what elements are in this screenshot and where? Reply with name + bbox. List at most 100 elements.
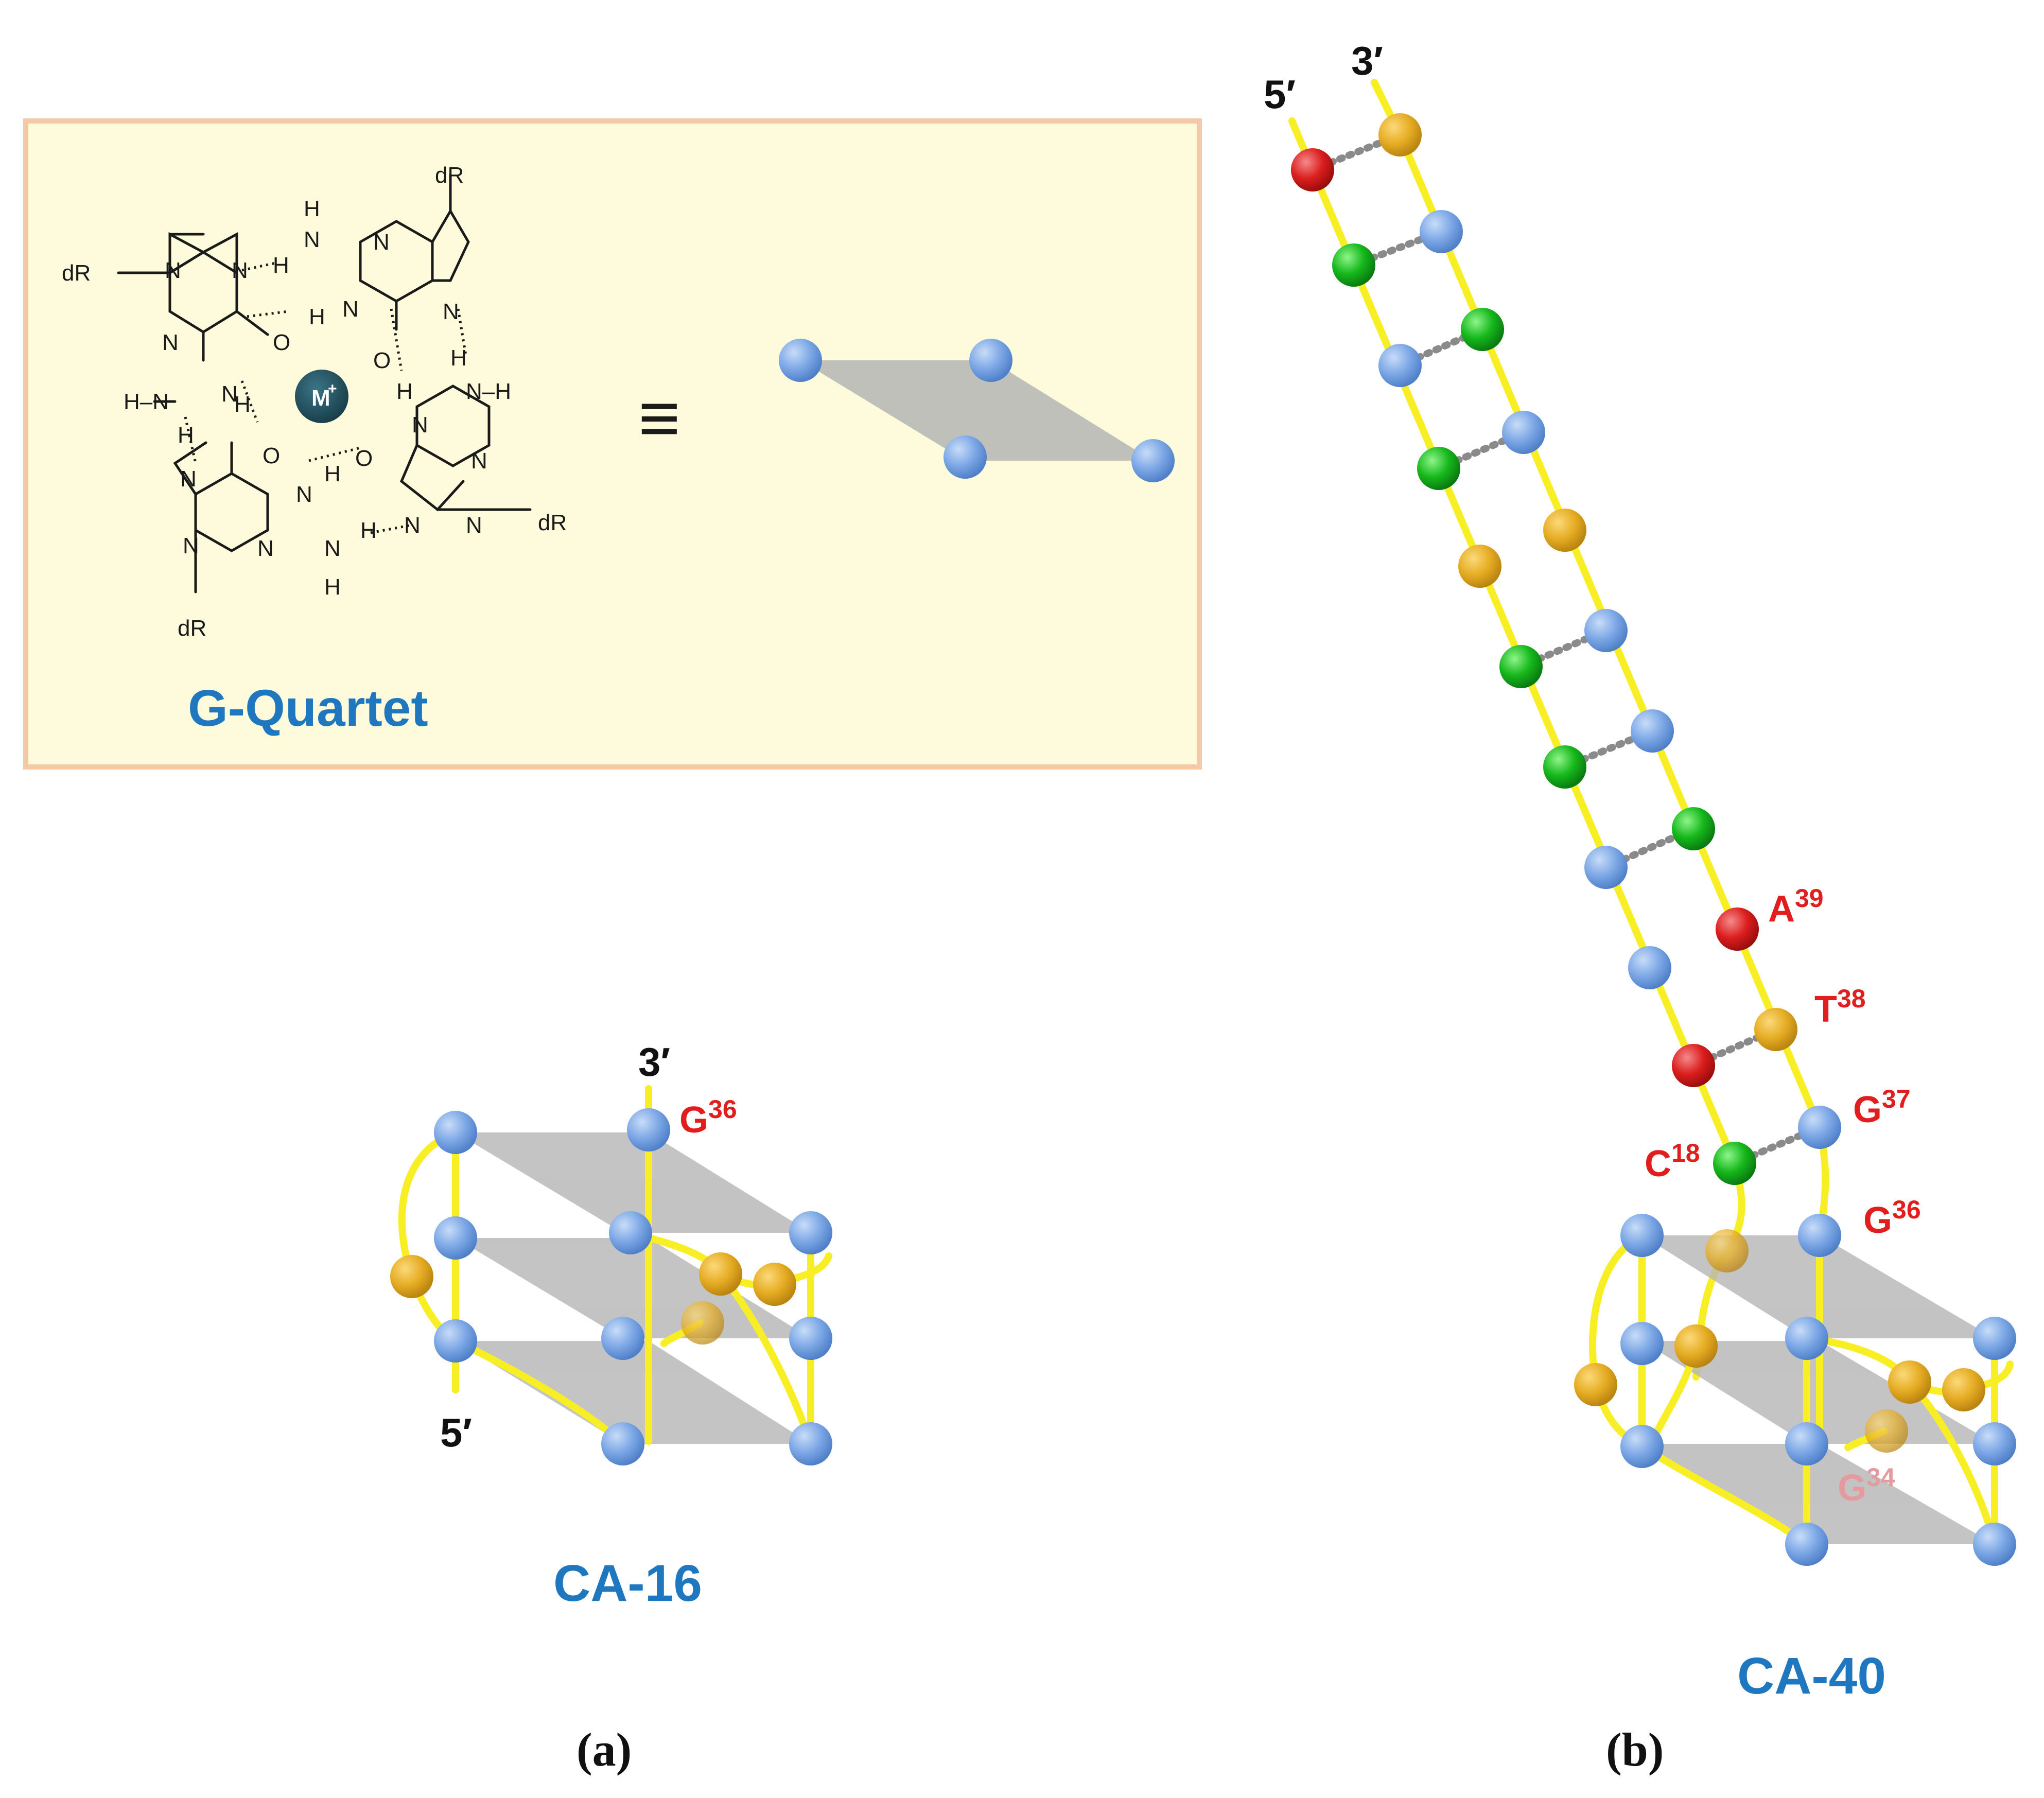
residue-base: G	[1853, 1089, 1882, 1130]
n-h-amine: N–H	[466, 379, 511, 404]
bead-loop	[699, 1252, 742, 1296]
bead-5prime	[1291, 148, 1334, 191]
residue-label-t38: T38	[1814, 984, 1866, 1030]
quadruplex-beads	[1574, 1214, 2016, 1566]
h-atom: H	[234, 392, 251, 417]
bead	[1378, 344, 1422, 387]
n-atom: N	[232, 258, 248, 283]
g-quartet-structure	[117, 173, 532, 593]
bead-g	[609, 1211, 652, 1254]
panel-a-ca16: 3′ 5′ G36 CA-16 (a)	[390, 1039, 832, 1776]
n-atom: N	[257, 536, 274, 561]
h-atom: H	[178, 423, 194, 448]
residue-base: G	[679, 1099, 708, 1141]
residue-base: T	[1814, 989, 1837, 1030]
panel-b-caption: (b)	[1606, 1723, 1664, 1776]
ca40-3prime-label: 3′	[1351, 38, 1383, 83]
bead-g	[1973, 1523, 2016, 1566]
bead-g	[434, 1319, 477, 1363]
bead	[1499, 645, 1543, 688]
bead-a39	[1716, 907, 1759, 951]
residue-label-c18: C18	[1645, 1139, 1700, 1184]
n-atom: N	[443, 299, 459, 324]
bead-g	[789, 1211, 832, 1254]
residue-base: A	[1768, 888, 1795, 930]
bead	[1672, 1044, 1715, 1087]
bead-g	[1620, 1214, 1664, 1257]
n-atom: N	[324, 536, 341, 561]
ca40-5prime-label: 5′	[1264, 72, 1296, 117]
bead-g	[434, 1216, 477, 1260]
bead	[1502, 411, 1545, 454]
bead-g	[1973, 1317, 2016, 1360]
bead	[1420, 210, 1463, 253]
bead-c18	[1713, 1142, 1756, 1185]
bead	[1628, 946, 1671, 989]
bead-loop	[1705, 1229, 1749, 1272]
g-quartet-atom-labels: dR dR dR dR N N H H N H O N N N O H N–H …	[62, 163, 567, 641]
bead-g	[789, 1317, 832, 1360]
residue-label-a39: A39	[1768, 884, 1824, 930]
bead-g37	[1798, 1106, 1841, 1149]
n-atom: N	[296, 482, 312, 507]
h-atom: H	[450, 345, 467, 371]
h-atom: H	[324, 574, 341, 600]
residue-number: 18	[1671, 1139, 1700, 1167]
h-atom: H	[309, 304, 325, 329]
bead-loop	[1942, 1368, 1985, 1411]
h-atom: H	[324, 461, 341, 486]
residue-base: G	[1838, 1468, 1866, 1509]
panel-b-ca40: 5′ 3′ A39 T38 G37 C18 G36 G34 CA-40 (b)	[1264, 38, 2016, 1776]
ca16-title: CA-16	[553, 1555, 702, 1612]
bead	[1631, 709, 1674, 753]
h-atom: H	[360, 518, 377, 543]
n-atom: N	[412, 412, 428, 438]
dR-label-left: dR	[62, 260, 91, 286]
bead-loop	[390, 1255, 433, 1298]
residue-label-g34: G34	[1838, 1463, 1895, 1509]
bead-g	[601, 1317, 644, 1360]
n-atom: N	[221, 381, 238, 407]
o-atom: O	[355, 446, 373, 471]
n-atom: N	[373, 230, 390, 255]
n-atom: N	[304, 227, 320, 252]
n-atom: N	[162, 330, 179, 355]
stem-beads	[1291, 113, 1841, 1185]
bead-g	[1785, 1317, 1828, 1360]
bead-g	[434, 1111, 477, 1154]
dR-label-top-right: dR	[435, 163, 464, 188]
bead-loop	[1865, 1409, 1908, 1453]
n-atom: N	[466, 513, 482, 538]
bead-loop	[681, 1301, 724, 1345]
equivalence-symbol: ≡	[638, 377, 680, 458]
bead	[1672, 807, 1715, 850]
bead-g	[1973, 1422, 2016, 1465]
ion-charge: +	[328, 380, 337, 397]
bead	[1458, 545, 1501, 588]
bead-g	[789, 1422, 832, 1465]
g-quartet-title: G-Quartet	[188, 679, 428, 737]
beads	[390, 1108, 832, 1465]
bead	[1543, 745, 1586, 789]
residue-number: 38	[1837, 984, 1866, 1013]
residue-label-g37: G37	[1853, 1085, 1911, 1130]
bead	[1332, 243, 1375, 287]
bead-g	[601, 1422, 644, 1465]
bead	[1461, 308, 1504, 351]
bead-g	[1785, 1422, 1828, 1465]
n-atom: N	[342, 296, 359, 322]
h-atom: H	[304, 196, 320, 221]
bead-g	[1620, 1425, 1664, 1468]
bead	[1584, 609, 1628, 652]
bead-loop	[753, 1263, 796, 1306]
dR-label-bottom: dR	[178, 616, 206, 641]
residue-base: C	[1645, 1143, 1671, 1184]
ion-symbol: M	[311, 386, 330, 411]
bead-g36	[1798, 1214, 1841, 1257]
h-n-amine: H–N	[124, 389, 169, 414]
n-atom: N	[183, 533, 199, 558]
residue-number: 36	[708, 1095, 737, 1124]
quartet-plane-icon	[779, 339, 1175, 482]
ca16-5prime-label: 5′	[440, 1410, 472, 1455]
